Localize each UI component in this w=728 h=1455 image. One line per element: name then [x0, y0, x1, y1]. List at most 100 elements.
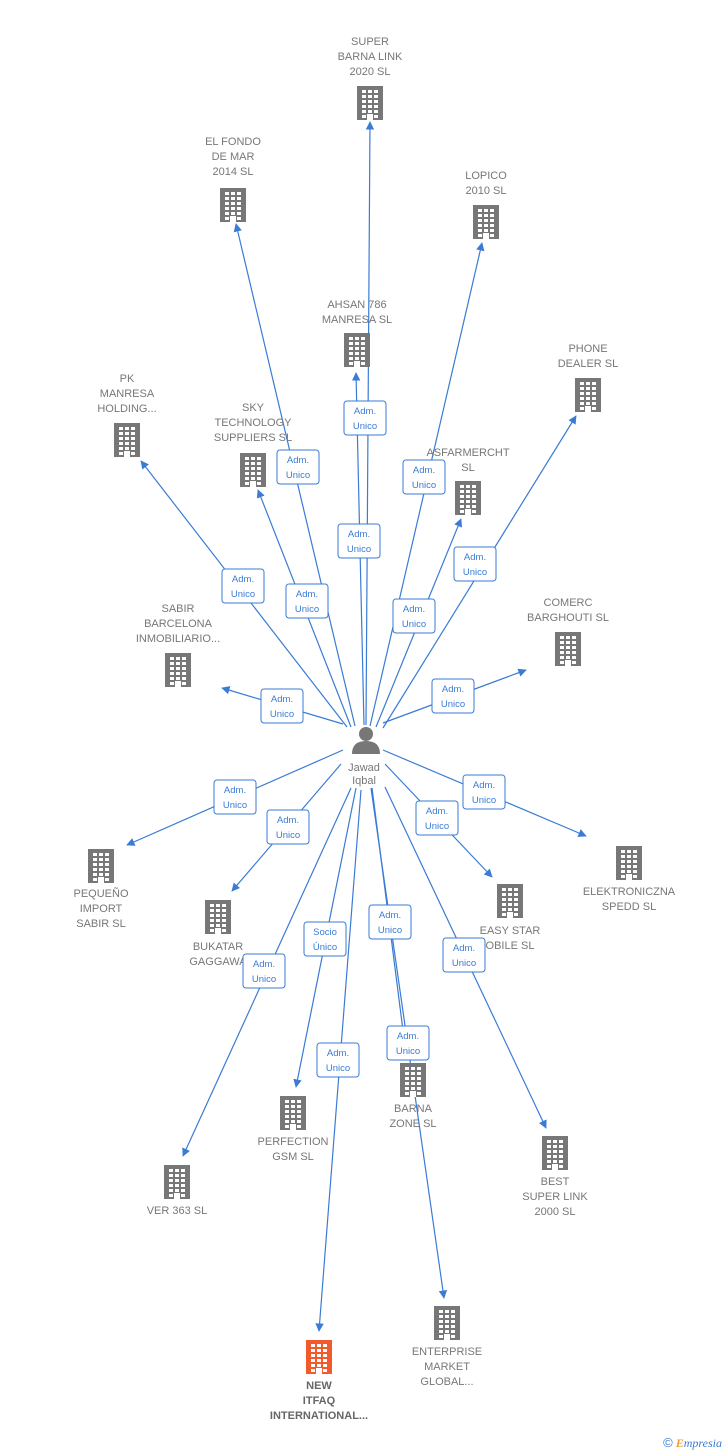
company-node-enterprise-market[interactable]: ENTERPRISEMARKETGLOBAL... [412, 1306, 482, 1388]
company-label: PKMANRESAHOLDING... [97, 373, 156, 415]
building-icon [164, 1165, 190, 1199]
relation-label-line: Unico [347, 544, 371, 555]
relation-badge-lopico[interactable]: Adm.Unico [402, 459, 446, 495]
relation-label-line: Adm. [348, 529, 370, 540]
person-icon [352, 727, 380, 754]
relation-label-line: Unico [472, 795, 496, 806]
relation-badge-box [276, 449, 320, 485]
relation-badge-bukatar[interactable]: Adm.Unico [266, 809, 310, 845]
company-label-line: AHSAN 786 [327, 299, 386, 311]
person-name-line: Iqbal [352, 775, 376, 787]
relation-label-line: Único [313, 942, 337, 953]
relation-label-line: Unico [452, 958, 476, 969]
company-label-line: INMOBILIARIO... [136, 633, 220, 645]
relation-badge-elektroniczna[interactable]: Adm.Unico [462, 774, 506, 810]
building-icon [497, 884, 523, 918]
relation-badge-enterprise-market[interactable]: Adm.Unico [386, 1025, 430, 1061]
relation-label-line: Adm. [442, 684, 464, 695]
relation-badge-ahsan-786[interactable]: Adm. Unico [337, 523, 381, 559]
building-icon [542, 1136, 568, 1170]
company-label: ENTERPRISEMARKETGLOBAL... [412, 1346, 482, 1388]
relation-badge-ver-363[interactable]: Adm.Unico [242, 953, 286, 989]
relation-badge-easy-star[interactable]: Adm.Unico [415, 800, 459, 836]
relation-label-line: Unico [396, 1046, 420, 1057]
company-label-line: SPEDD SL [602, 901, 656, 913]
company-node-ver-363[interactable]: VER 363 SL [147, 1165, 208, 1217]
company-label-line: SUPER [351, 36, 389, 48]
building-icon [344, 333, 370, 367]
relation-label-line: Unico [270, 709, 294, 720]
company-label-line: IMPORT [80, 903, 123, 915]
company-label-line: NEW [306, 1380, 332, 1392]
relation-badge-asfarmercht[interactable]: Adm.Unico [392, 598, 436, 634]
relation-badge-box [242, 953, 286, 989]
relation-badge-sky-technology[interactable]: Adm.Unico [285, 583, 329, 619]
relation-badge-sabir-barcelona[interactable]: Adm.Unico [260, 688, 304, 724]
company-label-line: GSM SL [272, 1151, 314, 1163]
company-label-line: ASFARMERCHT [426, 447, 509, 459]
relation-badge-pequeno-import[interactable]: Adm. Unico [213, 779, 257, 815]
company-label-line: COMERC [544, 597, 593, 609]
relation-badge-super-barna-link[interactable]: Adm.Unico [343, 400, 387, 436]
company-label: ASFARMERCHT SL [426, 447, 509, 474]
relation-badge-pk-manresa[interactable]: Adm.Unico [221, 568, 265, 604]
relation-label-line: Unico [223, 800, 247, 811]
company-node-pk-manresa[interactable]: PKMANRESAHOLDING... [97, 373, 157, 457]
company-node-asfarmercht[interactable]: ASFARMERCHT SL [426, 447, 510, 515]
relation-badge-box [386, 1025, 430, 1061]
relation-badge-new-itfaq[interactable]: Adm.Unico [316, 1042, 360, 1078]
relation-badge-box [343, 400, 387, 436]
company-node-sabir-barcelona[interactable]: SABIRBARCELONAINMOBILIARIO... [136, 603, 220, 687]
relation-label-line: Unico [252, 974, 276, 985]
company-label-line: PHONE [568, 343, 607, 355]
company-label-line: MARKET [424, 1361, 470, 1373]
company-label-line: HOLDING... [97, 403, 156, 415]
relation-badge-barna-zone[interactable]: Adm.Unico [368, 904, 412, 940]
company-node-elektroniczna[interactable]: ELEKTRONICZNA SPEDD SL [583, 846, 676, 913]
company-label-line: SKY [242, 402, 265, 414]
relation-badge-box [431, 678, 475, 714]
relation-label-line: Unico [276, 830, 300, 841]
relation-label-line: Unico [412, 480, 436, 491]
relation-badge-best-super-link[interactable]: Adm.Unico [442, 937, 486, 973]
relation-label-line: Adm. [426, 806, 448, 817]
relation-badge-phone-dealer[interactable]: Adm.Unico [453, 546, 497, 582]
company-label-line: SABIR [161, 603, 194, 615]
relation-badge-el-fondo-de-mar[interactable]: Adm.Unico [276, 449, 320, 485]
company-label-line: VER 363 SL [147, 1205, 208, 1217]
relation-label-line: Adm. [224, 785, 246, 796]
company-label: ELEKTRONICZNA SPEDD SL [583, 886, 676, 913]
building-icon [88, 849, 114, 883]
empresia-brand[interactable]: © Empresia [663, 1435, 722, 1451]
company-label-line: SL [461, 462, 474, 474]
relation-label-line: Adm. [403, 604, 425, 615]
relation-label-line: Socio [313, 927, 337, 938]
company-label-line: ELEKTRONICZNA [583, 886, 676, 898]
company-node-new-itfaq[interactable]: NEWITFAQINTERNATIONAL... [270, 1340, 368, 1422]
relation-badge-comerc-barghouti[interactable]: Adm.Unico [431, 678, 475, 714]
